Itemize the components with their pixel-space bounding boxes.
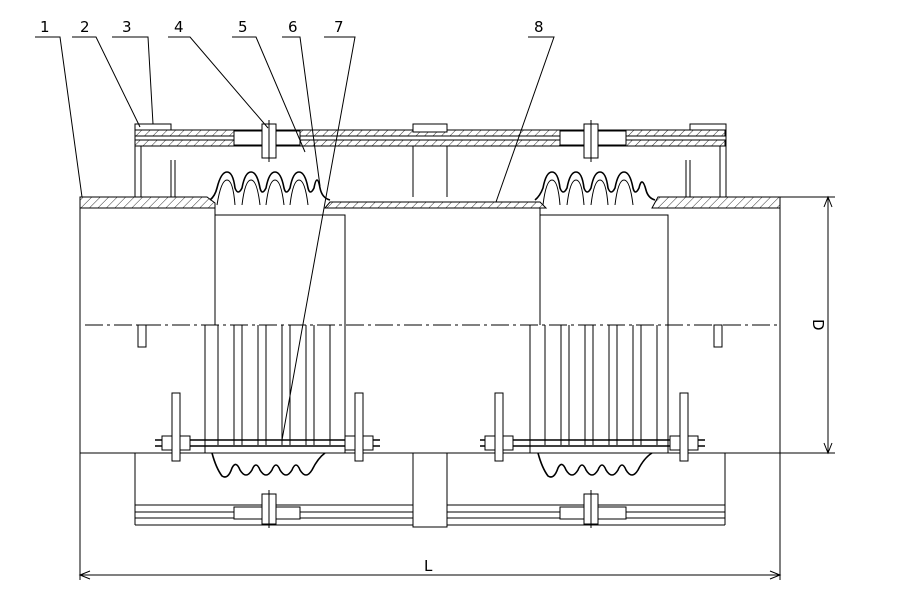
bellows-left-lower: [211, 325, 331, 478]
bellows-left-top: [209, 171, 331, 206]
callout-1: 1: [40, 18, 50, 36]
callout-2: 2: [80, 18, 90, 36]
pipe-body: [79, 196, 781, 454]
lower-pull-rod-assembly: [137, 324, 723, 462]
dimension-l-label: L: [424, 557, 433, 575]
dimension-d-label: D: [809, 319, 827, 331]
callout-6: 6: [288, 18, 298, 36]
leader-lines: [35, 36, 555, 441]
callout-7: 7: [334, 18, 344, 36]
dimension-d: [780, 195, 835, 455]
bellows-right-lower: [537, 325, 658, 478]
callout-3: 3: [122, 18, 132, 36]
bottom-tie-rod-assembly: [134, 452, 726, 528]
dimension-l: [78, 453, 782, 580]
top-tie-rod-assembly: [134, 120, 727, 197]
callout-4: 4: [174, 18, 184, 36]
callout-8: 8: [534, 18, 544, 36]
callout-5: 5: [238, 18, 248, 36]
bellows-right-top: [534, 171, 656, 206]
